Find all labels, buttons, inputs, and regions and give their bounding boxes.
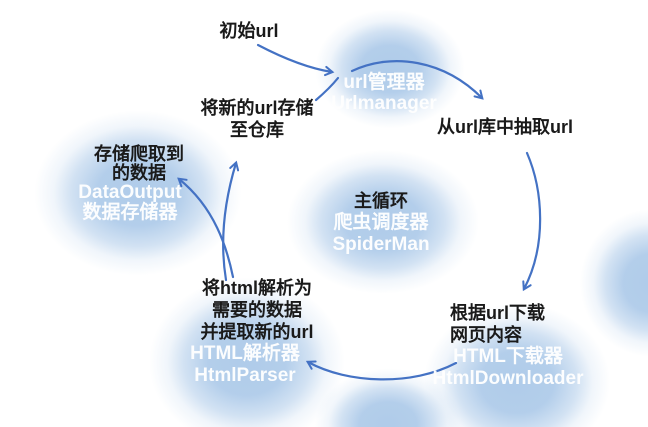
store-new-url-line2: 至仓库	[229, 120, 284, 140]
data-output-label: 数据存储器	[82, 202, 178, 223]
arrow-store-to-url-manager	[314, 76, 340, 102]
node-url-manager: url管理器 Urlmanager	[331, 72, 437, 114]
arrow-extract-to-downloader	[522, 151, 542, 292]
parser-desc1: 将html解析为	[201, 278, 312, 298]
main-loop-title: 主循环	[354, 191, 408, 211]
downloader-desc2: 网页内容	[450, 325, 522, 345]
data-output-classname: DataOutput	[78, 182, 182, 203]
parser-desc2: 需要的数据	[211, 300, 302, 320]
blob-downloader	[420, 300, 614, 427]
node-downloader: HTML下载器 HtmlDownloader	[433, 346, 584, 390]
arrow-parser-to-data-output	[177, 177, 235, 279]
blob-data-output	[30, 107, 246, 279]
arrow-init-to-url-manager	[256, 43, 335, 77]
node-data-output-desc: 存储爬取到 的数据	[94, 145, 184, 183]
parser-label: HTML解析器	[190, 343, 300, 364]
arrow-downloader-to-parser	[305, 360, 458, 381]
node-parser: HTML解析器 HtmlParser	[190, 343, 300, 387]
url-manager-classname: Urlmanager	[331, 93, 437, 114]
blob-main-loop	[283, 147, 483, 297]
downloader-label: HTML下载器	[453, 346, 563, 367]
arrow-parser-to-store	[222, 160, 240, 282]
downloader-desc1: 根据url下载	[450, 303, 546, 323]
store-new-url-line1: 将新的url存储	[200, 98, 314, 118]
node-parser-desc: 将html解析为 需要的数据 并提取新的url	[200, 277, 313, 343]
node-data-output: DataOutput 数据存储器	[78, 183, 181, 223]
extract-url-label: 从url库中抽取url	[436, 117, 574, 137]
downloader-classname: HtmlDownloader	[432, 368, 584, 389]
url-manager-label: url管理器	[343, 72, 425, 93]
node-init-url: 初始url	[219, 20, 278, 42]
node-store-new-url: 将新的url存储 至仓库	[200, 97, 313, 141]
blob-parser	[145, 274, 349, 427]
data-output-desc1: 存储爬取到	[94, 144, 184, 164]
main-loop-classname: SpiderMan	[332, 234, 430, 255]
parser-desc3: 并提取新的url	[200, 322, 314, 342]
init-url-label: 初始url	[219, 21, 279, 41]
node-main-loop: 主循环 爬虫调度器 SpiderMan	[332, 190, 429, 256]
blob-url-manager	[312, 7, 468, 131]
node-extract-url: 从url库中抽取url	[437, 116, 573, 138]
arrow-url-manager-to-extract	[350, 60, 484, 100]
data-output-desc2: 的数据	[112, 163, 166, 183]
parser-classname: HtmlParser	[194, 365, 296, 386]
main-loop-subtitle: 爬虫调度器	[333, 212, 429, 233]
node-downloader-desc: 根据url下载 网页内容	[450, 302, 545, 346]
